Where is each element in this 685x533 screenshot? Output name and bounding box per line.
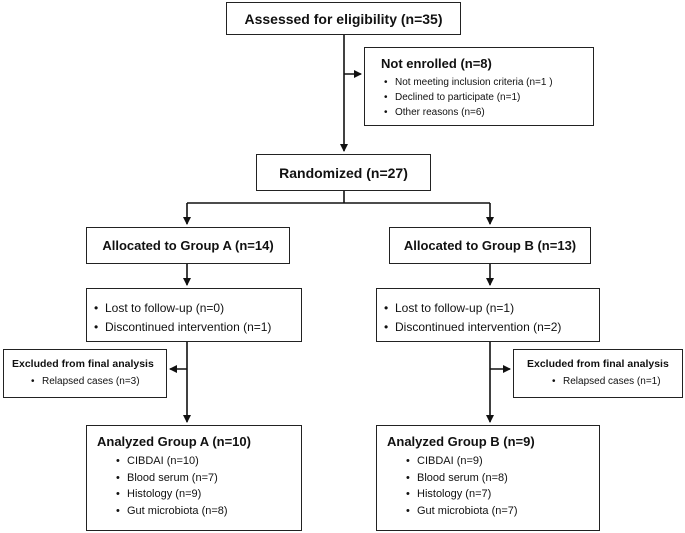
allocated-group-b-label: Allocated to Group B (n=13) [403, 238, 577, 253]
list-item: Gut microbiota (n=8) [116, 503, 301, 520]
list-item: Declined to participate (n=1) [384, 90, 593, 105]
allocated-group-a-box: Allocated to Group A (n=14) [86, 227, 290, 264]
not-enrolled-title: Not enrolled (n=8) [381, 56, 492, 71]
randomized-label: Randomized (n=27) [279, 164, 408, 181]
list-item: Lost to follow-up (n=1) [384, 299, 599, 318]
list-item: Blood serum (n=7) [116, 470, 301, 487]
assessed-label: Assessed for eligibility (n=35) [244, 10, 443, 27]
excluded-group-a-box: Excluded from final analysis Relapsed ca… [3, 349, 167, 398]
analyzed-group-b-box: Analyzed Group B (n=9) CIBDAI (n=9) Bloo… [376, 425, 600, 531]
allocated-group-a-label: Allocated to Group A (n=14) [102, 238, 274, 253]
list-item: CIBDAI (n=10) [116, 453, 301, 470]
list-item: Discontinued intervention (n=2) [384, 318, 599, 337]
list-item: Relapsed cases (n=3) [31, 376, 166, 387]
list-item: Other reasons (n=6) [384, 105, 593, 120]
list-item: Histology (n=9) [116, 486, 301, 503]
not-enrolled-box: Not enrolled (n=8) Not meeting inclusion… [364, 47, 594, 126]
list-item: Blood serum (n=8) [406, 470, 599, 487]
list-item: Not meeting inclusion criteria (n=1 ) [384, 75, 593, 90]
analyzed-group-a-title: Analyzed Group A (n=10) [97, 434, 251, 449]
list-item: Relapsed cases (n=1) [552, 376, 682, 387]
allocated-group-b-box: Allocated to Group B (n=13) [389, 227, 591, 264]
followup-group-a-box: Lost to follow-up (n=0) Discontinued int… [86, 288, 302, 342]
analyzed-group-a-box: Analyzed Group A (n=10) CIBDAI (n=10) Bl… [86, 425, 302, 531]
excluded-group-b-title: Excluded from final analysis [527, 358, 669, 370]
list-item: Lost to follow-up (n=0) [94, 299, 301, 318]
list-item: Discontinued intervention (n=1) [94, 318, 301, 337]
list-item: Gut microbiota (n=7) [406, 503, 599, 520]
list-item: CIBDAI (n=9) [406, 453, 599, 470]
list-item: Histology (n=7) [406, 486, 599, 503]
randomized-box: Randomized (n=27) [256, 154, 431, 191]
assessed-box: Assessed for eligibility (n=35) [226, 2, 461, 35]
followup-group-b-box: Lost to follow-up (n=1) Discontinued int… [376, 288, 600, 342]
analyzed-group-b-title: Analyzed Group B (n=9) [387, 434, 535, 449]
excluded-group-a-title: Excluded from final analysis [12, 358, 154, 370]
excluded-group-b-box: Excluded from final analysis Relapsed ca… [513, 349, 683, 398]
